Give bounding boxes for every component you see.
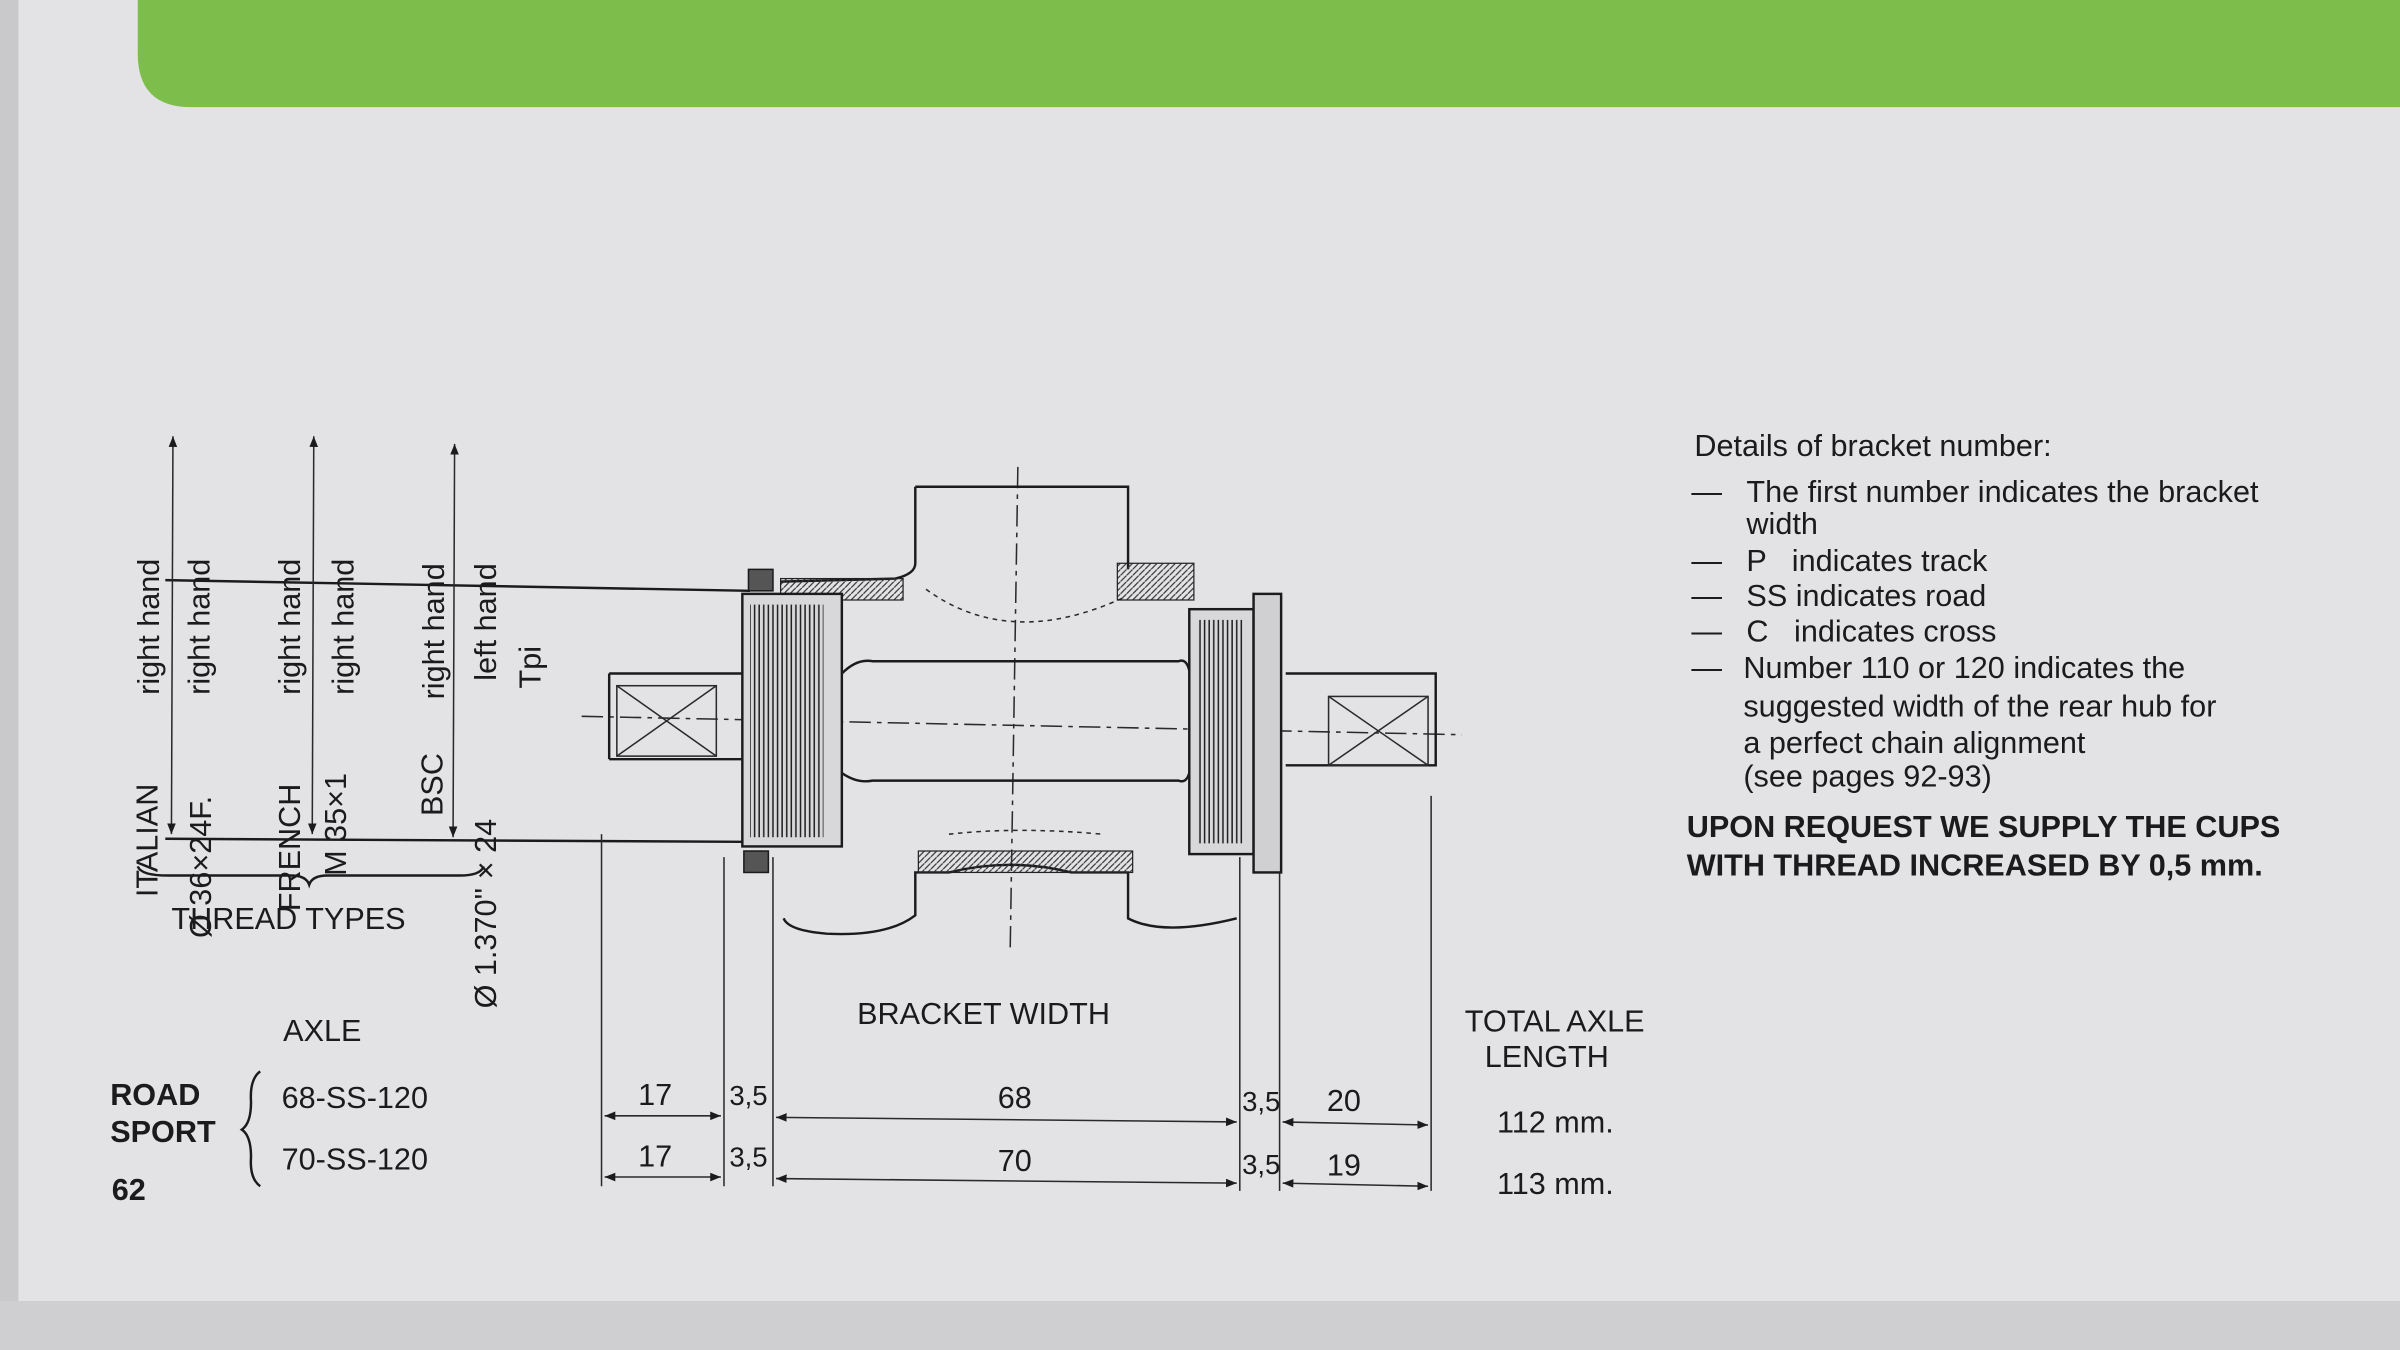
thread-diameter-lines [136,436,751,889]
item-text: P indicates track [1746,544,1988,578]
list-item: — C indicates cross [1691,614,1996,648]
list-item: — P indicates track [1691,544,1988,578]
item-text: (see pages 92-93) [1743,760,1991,794]
dimension-table: BRACKET WIDTH TOTAL AXLE LENGTH AXLE ROA… [110,997,1644,1207]
axle-code: 70-SS-120 [282,1142,428,1176]
item-text: C indicates cross [1746,614,1996,648]
header-green-band [137,0,2400,108]
item-text: SS indicates road [1746,579,1986,613]
axle-header: AXLE [283,1014,361,1048]
notice-line-1: UPON REQUEST WE SUPPLY THE CUPS [1687,810,2281,844]
dash: — [1691,579,1722,613]
total-axle-label: TOTAL AXLE [1465,1005,1645,1039]
table-row: 68-SS-120 17 3,5 68 3,5 20 112 mm. [282,1078,1614,1140]
dash: — [1691,651,1722,685]
axle-brace [239,1070,261,1188]
dim-right: 20 [1327,1084,1361,1118]
total-length: 112 mm. [1497,1106,1614,1140]
dim-right: 19 [1327,1149,1361,1183]
bottom-bracket-drawing [581,466,1462,949]
thread-types-caption: THREAD TYPES [171,902,405,936]
item-text: suggested width of the rear hub for [1743,689,2216,723]
bsc-spec: Ø 1.370'' × 24 [469,819,503,1009]
french-hand-2: right hand [327,559,361,695]
italian-label: ITALIAN [131,784,165,897]
notice-line-2: WITH THREAD INCREASED BY 0,5 mm. [1687,849,2263,883]
italian-spec: Ø 36×24F. [184,796,218,938]
thread-types-brace [136,865,485,889]
dim-left: 17 [638,1139,672,1173]
dim-bracket-width: 70 [998,1144,1032,1178]
list-item: — Number 110 or 120 indicates the sugges… [1691,651,2216,794]
item-text: width [1745,507,1817,541]
dim-left: 17 [638,1078,672,1112]
bsc-hand-2: left hand [469,563,503,680]
dim-cup-right: 3,5 [1242,1149,1280,1180]
french-hand-1: right hand [273,559,307,695]
bsc-label: BSC [415,753,449,816]
dim-bracket-width: 68 [998,1081,1032,1115]
italian-hand-1: right hand [132,559,166,695]
dash: — [1691,475,1722,509]
details-title: Details of bracket number: [1694,429,2051,463]
page-left-edge [0,0,19,1302]
italian-hand-2: right hand [183,559,217,695]
french-spec: M 35×1 [319,773,353,876]
item-text: Number 110 or 120 indicates the [1743,651,2185,685]
list-item: — SS indicates road [1691,579,1986,613]
french-label: FRENCH [273,784,307,912]
total-axle-length-label: LENGTH [1485,1040,1609,1074]
bsc-tpi: Tpi [513,646,547,689]
group-label-sport: SPORT [110,1115,216,1149]
dim-cup-left: 3,5 [729,1141,767,1172]
group-label-road: ROAD [110,1078,200,1112]
dash: — [1691,544,1722,578]
item-text: a perfect chain alignment [1743,726,2086,760]
axle-code: 68-SS-120 [282,1081,428,1115]
page-number: 62 [112,1173,146,1207]
dash: — [1691,614,1722,648]
dimension-lines [600,795,1432,1191]
bracket-number-details: Details of bracket number: — The first n… [1687,429,2281,882]
bracket-width-label: BRACKET WIDTH [857,997,1110,1031]
table-row: 70-SS-120 17 3,5 70 3,5 19 113 mm. [282,1139,1614,1201]
dim-cup-left: 3,5 [729,1080,767,1111]
list-item: — The first number indicates the bracket… [1691,475,2259,541]
dim-cup-right: 3,5 [1242,1086,1280,1117]
item-text: The first number indicates the bracket [1746,475,2259,509]
total-length: 113 mm. [1497,1167,1614,1201]
